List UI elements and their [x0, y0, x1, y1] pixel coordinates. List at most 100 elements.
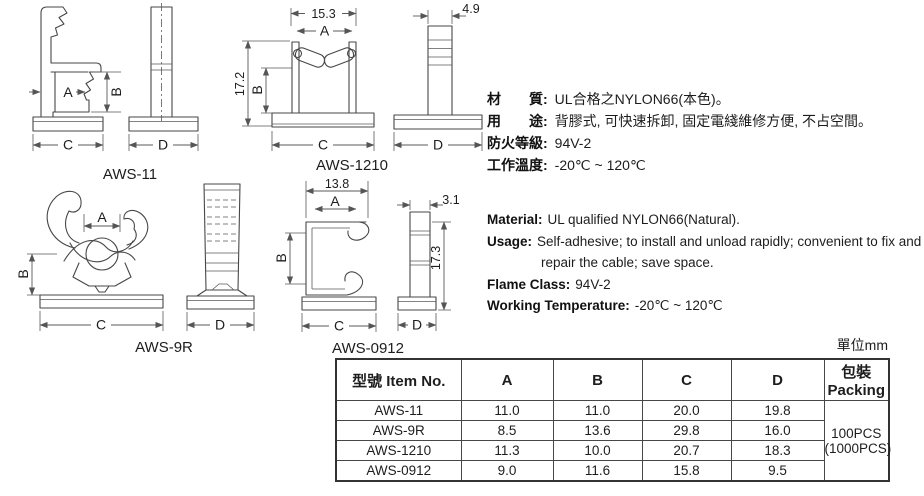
aws0912-base-plate	[301, 296, 377, 311]
table-header-row: 型號 Item No. A B C D 包裝 Packing	[335, 358, 890, 401]
spec-zh-temp: 工作溫度: -20℃ ~ 120℃	[487, 154, 872, 176]
table-row: AWS-1210 11.3 10.0 20.7 18.3	[335, 440, 889, 461]
cell-c: 20.0	[641, 400, 732, 421]
drawing-aws9r-main-view: A B C	[15, 190, 164, 333]
cell-item: AWS-1210	[335, 440, 462, 461]
spec-zh-usage-label: 用 途:	[487, 113, 548, 129]
spec-en-temp-value: -20℃ ~ 120℃	[634, 298, 723, 313]
cell-item: AWS-0912	[335, 460, 462, 482]
aws1210-post	[427, 25, 453, 116]
spec-zh-usage: 用 途: 背膠式, 可快速拆卸, 固定電綫維修方便, 不占空間。	[487, 110, 872, 132]
cell-a: 11.3	[460, 440, 554, 461]
aws1210-base-plate	[271, 112, 375, 128]
aws11-dim-c: C	[63, 137, 73, 153]
aws0912-dim-c: C	[334, 318, 344, 334]
spec-zh-temp-label: 工作溫度:	[487, 157, 548, 173]
cell-item: AWS-11	[335, 400, 462, 421]
aws11-label: AWS-11	[103, 166, 157, 183]
aws1210-dim-d: D	[433, 137, 443, 153]
aws1210-label: AWS-1210	[316, 157, 388, 174]
spec-zh-material: 材 質: UL合格之NYLON66(本色)。	[487, 88, 872, 110]
aws9r-base-plate	[39, 294, 164, 309]
aws0912-side-base	[397, 296, 437, 311]
spec-zh-material-value: UL合格之NYLON66(本色)。	[554, 91, 730, 107]
spec-en-flame-label: Flame Class:	[487, 276, 571, 292]
spec-en-flame: Flame Class:94V-2	[487, 274, 924, 296]
cell-c: 29.8	[641, 420, 732, 441]
aws0912-dim-side-width: 3.1	[442, 193, 459, 207]
aws9r-dim-c: C	[96, 317, 106, 333]
packing-line1: 100PCS	[831, 425, 882, 441]
cell-b: 11.6	[552, 460, 643, 482]
cell-c: 15.8	[641, 460, 732, 482]
drawing-aws1210-main-view: 15.3 A 17.2 B C	[233, 7, 375, 153]
aws1210-dim-a: A	[320, 23, 330, 39]
aws11-dim-d: D	[158, 137, 168, 153]
spec-en-material-value: UL qualified NYLON66(Natural).	[547, 212, 740, 227]
aws11-base-plate	[32, 116, 104, 132]
drawing-aws0912-main-view: 13.8 A B C	[273, 177, 377, 334]
cell-d: 16.0	[730, 420, 825, 441]
spec-zh-flame-value: 94V-2	[554, 135, 592, 151]
cell-a: 8.5	[460, 420, 554, 441]
col-header-packing-en: Packing	[827, 382, 886, 399]
aws11-front-base	[128, 116, 199, 132]
aws0912-label: AWS-0912	[332, 340, 404, 357]
aws9r-label: AWS-9R	[135, 339, 193, 356]
spec-en-temp-label: Working Temperature:	[487, 298, 630, 313]
spec-zh-material-label: 材 質:	[487, 91, 548, 107]
cell-b: 10.0	[552, 440, 643, 461]
spec-en-usage-label: Usage:	[487, 233, 533, 249]
aws1210-dim-height: 17.2	[233, 72, 247, 96]
col-header-c: C	[641, 358, 732, 401]
cell-d: 9.5	[730, 460, 825, 482]
drawing-aws9r-side-view: D	[186, 183, 255, 333]
specs-chinese: 材 質: UL合格之NYLON66(本色)。 用 途: 背膠式, 可快速拆卸, 固定…	[487, 88, 872, 176]
table-row: AWS-11 11.0 11.0 20.0 19.8 100PCS (1000P…	[335, 400, 891, 482]
packing-line2: (1000PCS)	[824, 440, 892, 456]
drawing-aws0912-side-view: 3.1 17.3 D	[397, 193, 460, 333]
cell-d: 18.3	[730, 440, 825, 461]
cell-b: 11.0	[552, 400, 643, 421]
table-row: AWS-0912 9.0 11.6 15.8 9.5	[335, 460, 889, 482]
aws9r-side-base	[186, 295, 255, 310]
col-header-a: A	[460, 358, 554, 401]
drawing-aws11-front-view: D	[128, 3, 199, 153]
unit-note: 單位mm	[836, 337, 888, 353]
spec-zh-temp-value: -20℃ ~ 120℃	[554, 157, 646, 173]
cell-packing: 100PCS (1000PCS)	[823, 400, 892, 482]
aws0912-dim-b: B	[273, 253, 289, 262]
drawing-aws1210-side-view: 4.9 D	[393, 2, 483, 153]
spec-en-flame-value: 94V-2	[575, 276, 611, 292]
spec-zh-flame: 防火等級: 94V-2	[487, 132, 872, 154]
aws1210-dim-width: 15.3	[311, 7, 335, 21]
technical-drawings: A B C D AWS-11 15.3 A 17.2	[15, 2, 483, 357]
spec-zh-flame-label: 防火等級:	[487, 135, 548, 151]
spec-zh-usage-value: 背膠式, 可快速拆卸, 固定電綫維修方便, 不占空間。	[554, 113, 873, 129]
cell-a: 11.0	[460, 400, 554, 421]
cell-c: 20.7	[641, 440, 732, 461]
col-header-d: D	[730, 358, 825, 401]
spec-en-usage-value: Self-adhesive; to install and unload rap…	[537, 233, 922, 271]
aws11-dim-a: A	[63, 84, 73, 100]
spec-en-material-label: Material:	[487, 212, 543, 227]
aws0912-dim-d: D	[412, 317, 422, 333]
spec-en-material: Material: UL qualified NYLON66(Natural).	[487, 209, 924, 231]
col-header-b: B	[552, 358, 643, 401]
aws9r-dim-a: A	[97, 209, 107, 225]
aws11-dim-b: B	[108, 87, 124, 96]
aws0912-dim-side-height: 17.3	[429, 246, 443, 270]
table-row: AWS-9R 8.5 13.6 29.8 16.0	[335, 420, 889, 441]
aws1210-dim-side-width: 4.9	[462, 2, 479, 16]
aws9r-dim-b: B	[15, 269, 31, 278]
col-header-item: 型號 Item No.	[335, 358, 462, 401]
aws0912-dim-a: A	[330, 193, 340, 209]
aws0912-post	[409, 211, 431, 298]
aws1210-dim-b: B	[249, 85, 265, 94]
aws9r-dim-d: D	[215, 317, 225, 333]
aws1210-side-base	[393, 114, 483, 130]
col-header-packing-zh: 包裝	[841, 364, 872, 381]
aws1210-dim-c: C	[318, 137, 328, 153]
spec-en-usage: Usage:Self-adhesive; to install and unlo…	[487, 231, 924, 274]
drawing-aws11-main-view: A B C	[29, 6, 124, 153]
